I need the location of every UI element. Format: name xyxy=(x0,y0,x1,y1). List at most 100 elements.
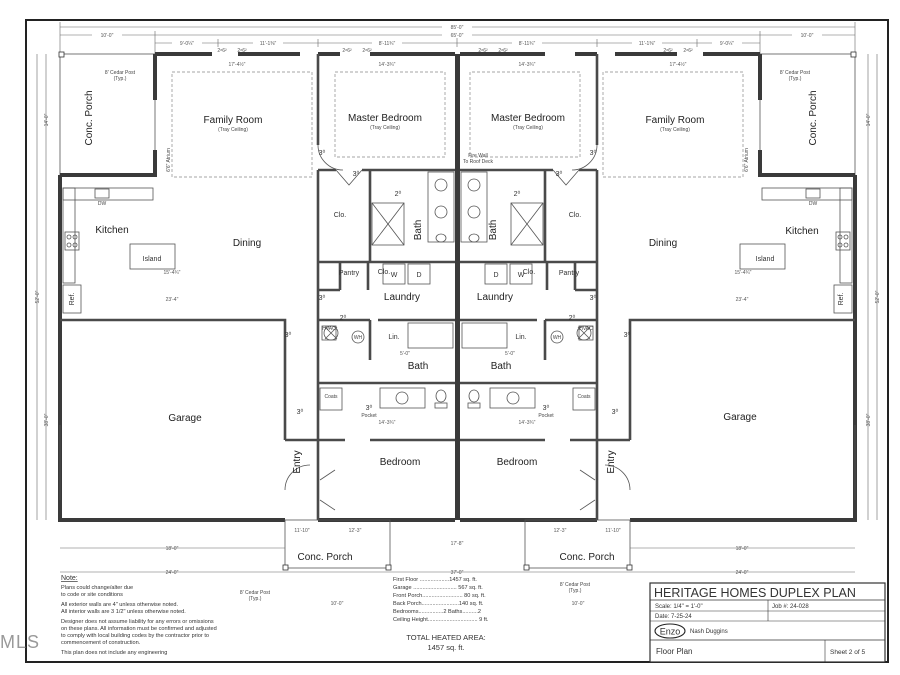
svg-text:11'-1⅜": 11'-1⅜" xyxy=(639,41,656,47)
svg-text:3⁰: 3⁰ xyxy=(556,170,563,178)
porch-label: Conc. Porch xyxy=(84,90,95,145)
left-unit-labels: Conc. Porch Family Room (Tray Ceiling) M… xyxy=(69,70,494,607)
svg-text:First Floor ..................: First Floor ...................1457 sq. … xyxy=(393,577,477,583)
svg-text:Island: Island xyxy=(756,256,775,263)
top-dimensions: 85'-0" 10'-0" 65'-0" 10'-0" 9'-0¼" 11'-1… xyxy=(59,22,856,68)
svg-text:W: W xyxy=(391,272,398,279)
svg-text:11'-10": 11'-10" xyxy=(294,528,309,534)
svg-text:HVAC: HVAC xyxy=(322,326,336,332)
svg-text:8'-11¾": 8'-11¾" xyxy=(379,41,396,47)
svg-text:3⁰: 3⁰ xyxy=(612,408,619,416)
svg-text:85'-0": 85'-0" xyxy=(451,25,464,31)
svg-text:Clo.: Clo. xyxy=(334,212,347,219)
svg-text:Date: 7-25-24: Date: 7-25-24 xyxy=(655,614,692,620)
svg-text:Bath: Bath xyxy=(413,220,424,241)
svg-text:9'-0¼": 9'-0¼" xyxy=(720,41,734,47)
svg-text:24'-0": 24'-0" xyxy=(736,570,749,576)
title-block: HERITAGE HOMES DUPLEX PLAN Scale: 1/4" =… xyxy=(649,582,886,663)
svg-text:3⁰: 3⁰ xyxy=(624,331,631,339)
svg-text:1457 sq. ft.: 1457 sq. ft. xyxy=(427,643,464,652)
svg-text:14'-3¾": 14'-3¾" xyxy=(519,420,536,426)
svg-text:Conc. Porch: Conc. Porch xyxy=(559,552,614,563)
svg-text:All exterior walls are 4" unle: All exterior walls are 4" unless otherwi… xyxy=(61,602,178,608)
svg-text:on these plans. All informatio: on these plans. All information must be … xyxy=(61,626,217,632)
kitchen-label: Kitchen xyxy=(95,225,128,236)
svg-text:to code or site conditions: to code or site conditions xyxy=(61,592,123,598)
side-dimensions: 52'-0" 14'-0" 38'-0" 52'-0" 14'-0" 38'-0… xyxy=(35,54,881,520)
svg-text:Pantry: Pantry xyxy=(559,270,580,277)
svg-text:3⁰: 3⁰ xyxy=(353,170,360,178)
svg-text:23'-4": 23'-4" xyxy=(166,297,179,303)
svg-text:TOTAL HEATED AREA:: TOTAL HEATED AREA: xyxy=(406,633,485,642)
svg-text:38'-0": 38'-0" xyxy=(866,413,872,426)
svg-text:8' Cedar Post: 8' Cedar Post xyxy=(240,590,271,596)
svg-text:Front Porch...................: Front Porch.......................... 80… xyxy=(393,593,486,599)
svg-text:2⁸6²: 2⁸6² xyxy=(217,48,227,54)
svg-text:3⁰: 3⁰ xyxy=(590,294,597,302)
svg-text:2⁸6²: 2⁸6² xyxy=(663,48,673,54)
svg-text:2⁸6²: 2⁸6² xyxy=(683,48,693,54)
svg-text:17'-4½": 17'-4½" xyxy=(670,61,687,68)
svg-text:17'-4½": 17'-4½" xyxy=(229,61,246,68)
sheet-border xyxy=(25,19,889,663)
svg-text:Kitchen: Kitchen xyxy=(785,226,818,237)
right-unit-labels: Conc. Porch Family Room (Tray Ceiling) M… xyxy=(477,70,845,607)
svg-text:Dining: Dining xyxy=(649,238,677,249)
svg-text:(Tray Ceiling): (Tray Ceiling) xyxy=(513,125,543,131)
dining-label: Dining xyxy=(233,238,261,249)
svg-text:10'-0": 10'-0" xyxy=(331,601,344,607)
svg-text:14'-3¾": 14'-3¾" xyxy=(379,62,396,68)
svg-text:Entry: Entry xyxy=(606,450,617,473)
svg-text:8'-11¾": 8'-11¾" xyxy=(519,41,536,47)
svg-text:DW: DW xyxy=(809,201,818,207)
svg-text:WH: WH xyxy=(553,335,562,341)
svg-text:52'-0": 52'-0" xyxy=(875,290,881,303)
svg-text:Family Room: Family Room xyxy=(646,115,705,126)
svg-text:11'-10": 11'-10" xyxy=(605,528,620,534)
svg-text:(Typ.): (Typ.) xyxy=(249,596,262,602)
svg-text:Ref.: Ref. xyxy=(69,293,76,306)
entry-label: Entry xyxy=(292,450,303,473)
svg-text:Ref.: Ref. xyxy=(838,293,845,306)
svg-text:14'-0": 14'-0" xyxy=(866,113,872,126)
svg-text:9'-0¼": 9'-0¼" xyxy=(180,41,194,47)
svg-text:Clo.: Clo. xyxy=(523,269,536,276)
svg-text:to comply with local building: to comply with local building codes by t… xyxy=(61,633,209,639)
svg-text:D: D xyxy=(493,272,498,279)
svg-text:Lin.: Lin. xyxy=(388,334,399,341)
svg-text:65'-0": 65'-0" xyxy=(451,33,464,39)
svg-text:52'-0": 52'-0" xyxy=(35,290,41,303)
svg-text:Coats: Coats xyxy=(324,394,338,400)
svg-text:(Tray Ceiling): (Tray Ceiling) xyxy=(218,127,248,133)
svg-text:Job #: 24-028: Job #: 24-028 xyxy=(772,604,809,610)
svg-text:Coats: Coats xyxy=(577,394,591,400)
svg-text:3⁰: 3⁰ xyxy=(319,294,326,302)
laundry-label: Laundry xyxy=(384,292,420,303)
svg-text:8' Cedar Post: 8' Cedar Post xyxy=(105,70,136,76)
svg-text:3⁰: 3⁰ xyxy=(285,331,292,339)
svg-text:37'-0": 37'-0" xyxy=(451,570,464,576)
svg-text:3⁰: 3⁰ xyxy=(297,408,304,416)
svg-text:2⁸6²: 2⁸6² xyxy=(237,48,247,54)
svg-text:14'-0": 14'-0" xyxy=(44,113,50,126)
svg-text:(Tray Ceiling): (Tray Ceiling) xyxy=(370,125,400,131)
svg-text:Nash Duggins: Nash Duggins xyxy=(690,629,728,635)
area-schedule: First Floor ...................1457 sq. … xyxy=(393,577,489,652)
svg-text:18'-0": 18'-0" xyxy=(166,546,179,552)
plan-title: HERITAGE HOMES DUPLEX PLAN xyxy=(654,586,856,600)
garage-label: Garage xyxy=(168,413,202,424)
svg-text:6'6" Atrium: 6'6" Atrium xyxy=(744,148,750,172)
watermark: MLS xyxy=(0,632,40,652)
svg-text:(Typ.): (Typ.) xyxy=(789,76,802,82)
svg-text:12'-3": 12'-3" xyxy=(554,528,567,534)
svg-text:Garage: Garage xyxy=(723,412,757,423)
svg-text:14'-3¾": 14'-3¾" xyxy=(519,62,536,68)
svg-text:Clo.: Clo. xyxy=(378,269,391,276)
bedroom-label: Bedroom xyxy=(380,457,421,468)
svg-text:10'-0": 10'-0" xyxy=(801,33,814,39)
svg-text:(Typ.): (Typ.) xyxy=(114,76,127,82)
svg-text:Note:: Note: xyxy=(61,575,78,582)
svg-text:3⁰: 3⁰ xyxy=(366,404,373,412)
svg-text:Pocket: Pocket xyxy=(538,413,554,419)
